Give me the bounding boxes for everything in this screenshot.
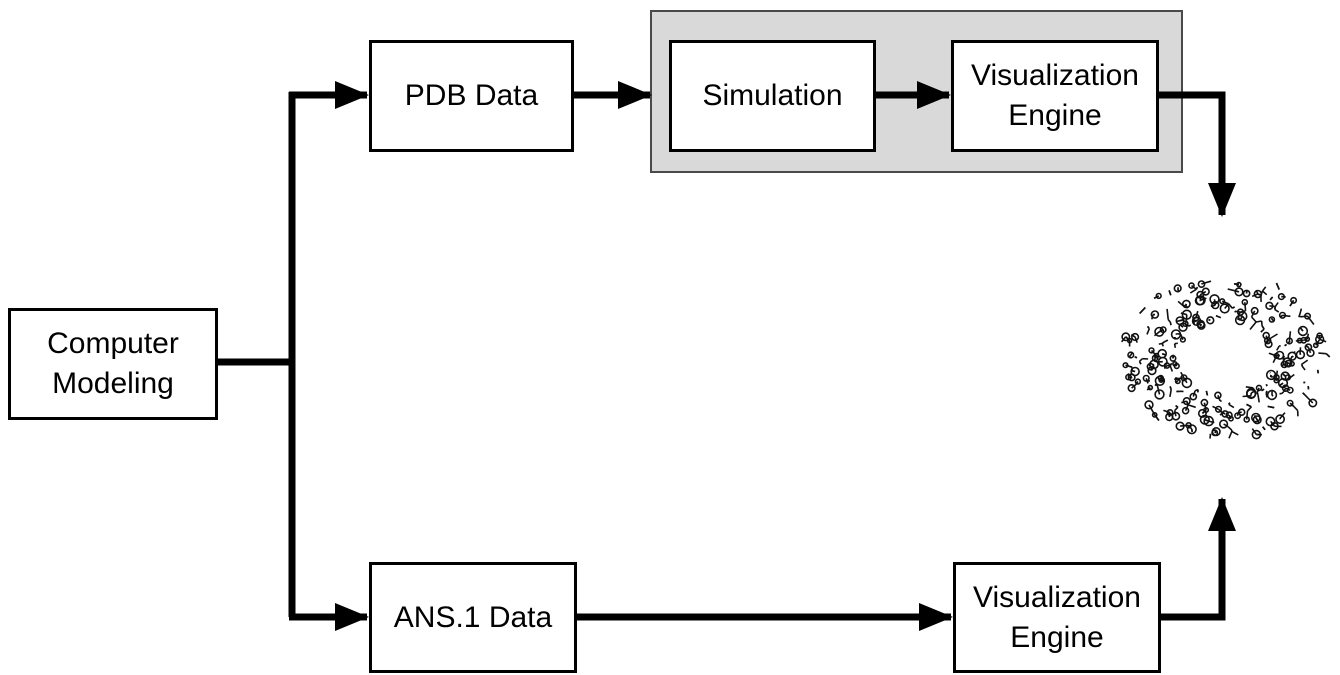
visualization-engine-bottom-box: Visualization Engine [953, 562, 1161, 673]
pdb-data-box: PDB Data [369, 40, 574, 152]
arrow-visualization-bottom-to-molecule [1161, 497, 1236, 621]
ans1-data-box: ANS.1 Data [369, 562, 577, 673]
molecule-ring-image [1120, 280, 1331, 440]
simulation-box: Simulation [669, 40, 876, 152]
computer-modeling-box: Computer Modeling [8, 308, 218, 420]
arrow-visualization-top-to-molecule [1159, 91, 1236, 217]
visualization-engine-top-box: Visualization Engine [951, 40, 1159, 152]
